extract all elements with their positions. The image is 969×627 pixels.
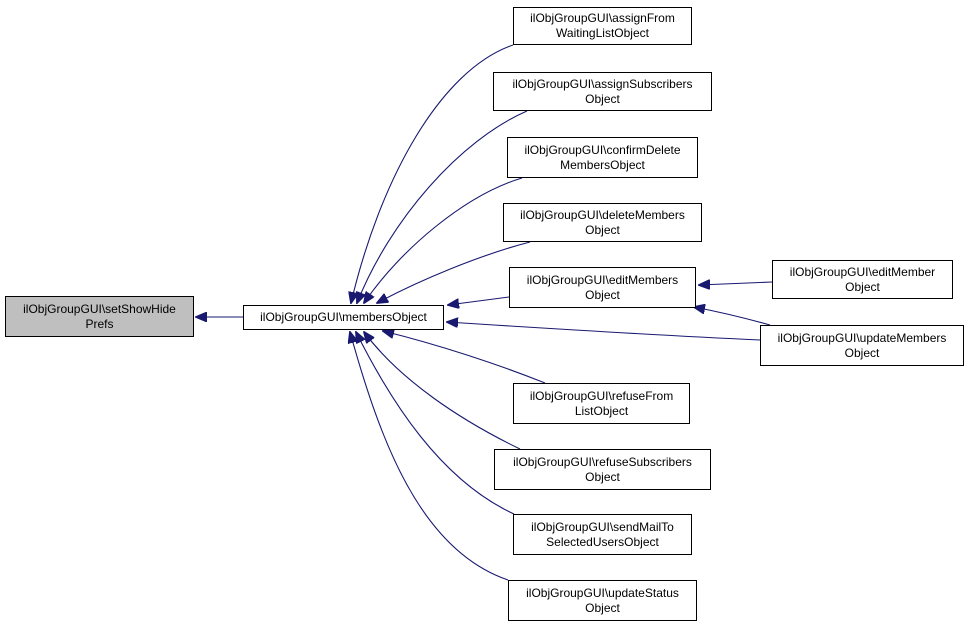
edge-assignFromWaitingListObject-to-membersObject [351, 44, 514, 303]
node-label-line: ilObjGroupGUI\sendMailTo [531, 519, 674, 534]
node-label-line: Object [585, 91, 620, 106]
edge-refuseFromListObject-to-membersObject [383, 331, 546, 384]
edge-sendMailToSelectedUsersObject-to-membersObject [356, 332, 515, 515]
node-label-line: Object [585, 469, 620, 484]
edge-editMemberObject-to-editMembersObject [699, 282, 773, 285]
node-label-line: ilObjGroupGUI\updateStatus [526, 585, 679, 600]
node-label-line: ilObjGroupGUI\editMember [789, 264, 936, 279]
node-label-line: Object [585, 600, 620, 615]
edge-confirmDeleteMembersObject-to-membersObject [364, 177, 523, 303]
node-label-line: ilObjGroupGUI\assignSubscribers [512, 76, 693, 91]
node-label-line: Object [844, 345, 880, 360]
node-label-line: ListObject [574, 403, 629, 418]
edge-deleteMembersObject-to-membersObject [377, 241, 531, 303]
node-label-line: ilObjGroupGUI\updateMembers [777, 330, 947, 345]
edge-refuseSubscribersObject-to-membersObject [364, 332, 521, 450]
node-membersObject[interactable]: ilObjGroupGUI\membersObject [243, 305, 444, 330]
node-label-line: WaitingListObject [556, 26, 649, 40]
edge-editMembersObject-to-membersObject [448, 296, 510, 305]
node-label-line: MembersObject [560, 157, 645, 172]
node-label-line: Object [845, 279, 880, 294]
node-label-line: ilObjGroupGUI\deleteMembers [520, 207, 685, 222]
node-label-line: ilObjGroupGUI\editMembers [526, 272, 679, 287]
node-label-line: ilObjGroupGUI\refuseSubscribers [513, 454, 692, 469]
edge-updateMembersObject-to-membersObject [447, 322, 761, 341]
node-label-line: Prefs [85, 316, 114, 331]
node-label-line: SelectedUsersObject [546, 534, 659, 549]
node-label-line: ilObjGroupGUI\confirmDelete [524, 142, 681, 157]
node-label-line: ilObjGroupGUI\refuseFrom [529, 388, 674, 403]
edge-updateStatusObject-to-membersObject [350, 332, 509, 581]
node-label-line: ilObjGroupGUI\membersObject [260, 310, 427, 324]
edge-updateMembersObject-to-editMembersObject [694, 307, 771, 326]
node-label-line: ilObjGroupGUI\setShowHide [23, 301, 176, 316]
node-label-line: Object [585, 287, 620, 302]
node-label-line: Object [585, 222, 620, 237]
edge-assignSubscribersObject-to-membersObject [357, 110, 528, 303]
node-label-line: ilObjGroupGUI\assignFrom [530, 11, 675, 25]
